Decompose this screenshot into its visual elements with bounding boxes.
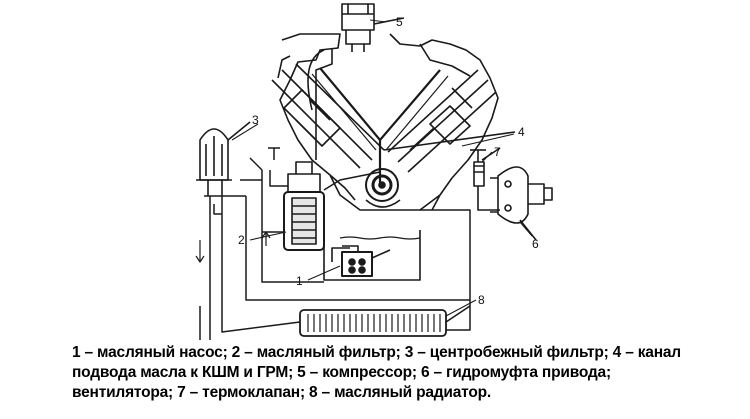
- oil-pan: [323, 216, 421, 281]
- caption-line-3: вентилятора; 7 – термоклапан; 8 – маслян…: [72, 384, 491, 401]
- callout-1: 1: [296, 274, 303, 288]
- centrifugal-filter-3: [196, 121, 251, 197]
- callout-7: 7: [494, 145, 501, 159]
- oil-pump-1: [341, 245, 391, 277]
- callout-6: 6: [532, 237, 539, 251]
- caption-line-2: подвода масла к КШМ и ГРМ; 5 – компрессо…: [72, 364, 611, 381]
- oil-channel-4: [311, 67, 516, 186]
- callout-4: 4: [518, 125, 525, 139]
- callout-2: 2: [238, 233, 245, 247]
- callout-leaders: [231, 19, 533, 317]
- callout-3: 3: [252, 113, 259, 127]
- flow-arrows: [195, 231, 271, 263]
- left-cylinder-bank: [271, 63, 385, 169]
- right-cylinder-bank: [387, 69, 497, 173]
- diagram-caption: 1 – масляный насос; 2 – масляный фильтр;…: [72, 343, 732, 403]
- thermovalve-7: [470, 147, 501, 211]
- fan-coupling-6: [490, 166, 553, 241]
- callout-5: 5: [396, 15, 403, 29]
- compressor-5: [307, 3, 405, 160]
- caption-line-1: 1 – масляный насос; 2 – масляный фильтр;…: [72, 344, 681, 361]
- engine-block: [277, 33, 499, 211]
- oil-filter-2: [262, 161, 325, 251]
- crankshaft: [365, 168, 401, 208]
- oil-radiator-8: [299, 305, 471, 337]
- lubrication-system-diagram: 1 2 3 4 5 6 7 8: [195, 3, 553, 340]
- oil-lines: [199, 147, 471, 340]
- callout-8: 8: [478, 293, 485, 307]
